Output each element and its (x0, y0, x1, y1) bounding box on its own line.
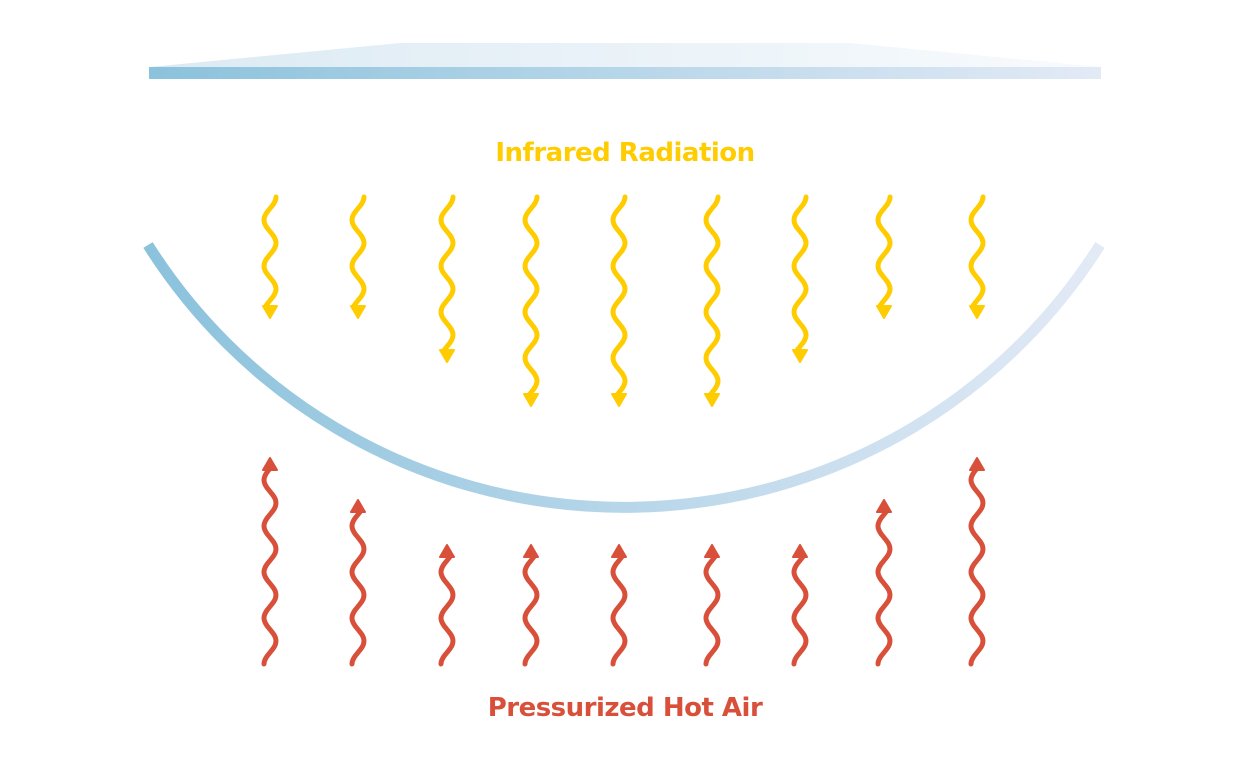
arrowhead-icon (792, 349, 808, 363)
arrowhead-icon (439, 349, 455, 363)
hot-air-wave (703, 553, 721, 667)
hot-air-wave (261, 465, 279, 667)
arrowhead-icon (611, 544, 627, 558)
infrared-wave (703, 194, 721, 398)
arrowhead-icon (523, 393, 539, 407)
hot-air-wave (610, 553, 628, 667)
pressurized-hot-air-label: Pressurized Hot Air (487, 693, 763, 723)
infrared-wave (875, 194, 893, 310)
infrared-wave (791, 194, 809, 354)
infrared-radiation-label: Infrared Radiation (495, 138, 755, 168)
arrowhead-icon (876, 499, 892, 513)
arrowhead-icon (704, 544, 720, 558)
hot-air-arrows (261, 457, 986, 667)
arrowhead-icon (523, 544, 539, 558)
arrowhead-icon (792, 544, 808, 558)
arrowhead-icon (439, 544, 455, 558)
infrared-wave (349, 194, 367, 310)
panel-top-shade (150, 43, 1100, 67)
hot-air-wave (968, 465, 986, 667)
hot-air-wave (349, 507, 367, 667)
arrowhead-icon (350, 499, 366, 513)
infrared-wave (261, 194, 279, 310)
arrowhead-icon (350, 305, 366, 319)
hot-air-wave (875, 507, 893, 667)
infrared-wave (968, 194, 986, 310)
arrowhead-icon (969, 305, 985, 319)
arrowhead-icon (262, 305, 278, 319)
arrowhead-icon (969, 457, 985, 471)
arrowhead-icon (704, 393, 720, 407)
infrared-wave (522, 194, 540, 398)
top-panel (149, 67, 1101, 79)
arrowhead-icon (262, 457, 278, 471)
curved-reflector (143, 242, 1105, 513)
hot-air-wave (791, 553, 809, 667)
hot-air-wave (438, 553, 456, 667)
infrared-wave (610, 194, 628, 398)
infrared-arrows (261, 194, 986, 407)
hot-air-wave (522, 553, 540, 667)
infrared-wave (438, 194, 456, 354)
arrowhead-icon (611, 393, 627, 407)
arrowhead-icon (876, 305, 892, 319)
